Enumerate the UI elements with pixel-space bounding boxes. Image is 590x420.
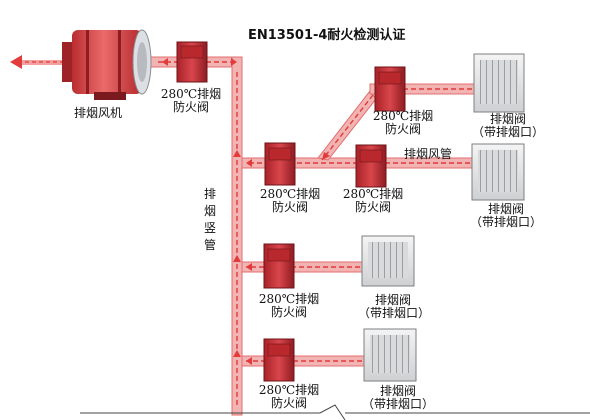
riser-label-char: 烟 <box>203 204 216 218</box>
fire-damper-row3 <box>263 338 295 382</box>
damper-label-line2: 防火阀 <box>354 200 391 214</box>
riser-label-char: 竖 <box>203 221 216 235</box>
damper-label-line2: 防火阀 <box>384 122 421 136</box>
damper-label-line2: 防火阀 <box>172 100 209 114</box>
arrow-heads <box>162 58 330 365</box>
damper-label-line1: 280℃排烟 <box>259 187 321 201</box>
smoke-vent-row2 <box>361 235 415 287</box>
valve-label-line2: （带排烟口） <box>358 306 431 320</box>
smoke-vent-upper <box>473 53 525 113</box>
valve-label-line2: （带排烟口） <box>361 397 434 411</box>
fire-damper-row2 <box>263 243 295 289</box>
fire-damper-row1-a <box>264 142 296 186</box>
damper-label-top: 280℃排烟 防火阀 <box>156 88 226 114</box>
damper-label-row1-a: 280℃排烟 防火阀 <box>255 188 325 214</box>
duct-label: 排烟风管 <box>404 147 453 161</box>
exhaust-fan-icon <box>62 29 152 100</box>
fire-damper-upper <box>374 66 406 112</box>
damper-label-line2: 防火阀 <box>270 396 307 410</box>
valve-label-line2: （带排烟口） <box>471 125 544 139</box>
valve-label-row2: 排烟阀 （带排烟口） <box>358 293 431 320</box>
damper-label-row1-b: 280℃排烟 防火阀 <box>338 188 408 214</box>
damper-label-line2: 防火阀 <box>270 305 307 319</box>
valve-label-line1: 排烟阀 <box>487 202 524 216</box>
riser-label-char: 管 <box>203 238 216 252</box>
valve-label-upper: 排烟阀 （带排烟口） <box>468 113 548 139</box>
damper-label-line1: 280℃排烟 <box>258 383 320 397</box>
damper-label-row3: 280℃排烟 防火阀 <box>254 384 324 410</box>
valve-label-line2: （带排烟口） <box>469 215 542 229</box>
smoke-vent-row3 <box>363 328 417 382</box>
valve-label-row3: 排烟阀 （带排烟口） <box>358 385 438 411</box>
valve-label-line1: 排烟阀 <box>489 112 526 126</box>
damper-label-line2: 防火阀 <box>271 200 308 214</box>
valve-label-line1: 排烟阀 <box>379 384 416 398</box>
exhaust-outlet-arrow <box>10 55 62 69</box>
damper-label-line1: 280℃排烟 <box>372 109 434 123</box>
floor-line <box>80 404 346 420</box>
damper-label-line1: 280℃排烟 <box>160 87 222 101</box>
riser-label: 排 烟 竖 管 <box>203 186 217 254</box>
riser-label-char: 排 <box>203 187 216 201</box>
smoke-vent-row1 <box>471 143 525 201</box>
fire-damper-top <box>176 41 208 83</box>
damper-label-row2: 280℃排烟 防火阀 <box>254 293 324 319</box>
damper-label-upper: 280℃排烟 防火阀 <box>368 110 438 136</box>
valve-label-row1: 排烟阀 （带排烟口） <box>466 203 546 229</box>
damper-label-line1: 280℃排烟 <box>258 292 320 306</box>
valve-label-line1: 排烟阀 <box>374 293 411 307</box>
fire-damper-row1-b <box>355 144 387 188</box>
damper-label-line1: 280℃排烟 <box>342 187 404 201</box>
fan-label: 排烟风机 <box>74 106 123 120</box>
diagram-title: EN13501-4耐火检测认证 <box>248 28 406 43</box>
